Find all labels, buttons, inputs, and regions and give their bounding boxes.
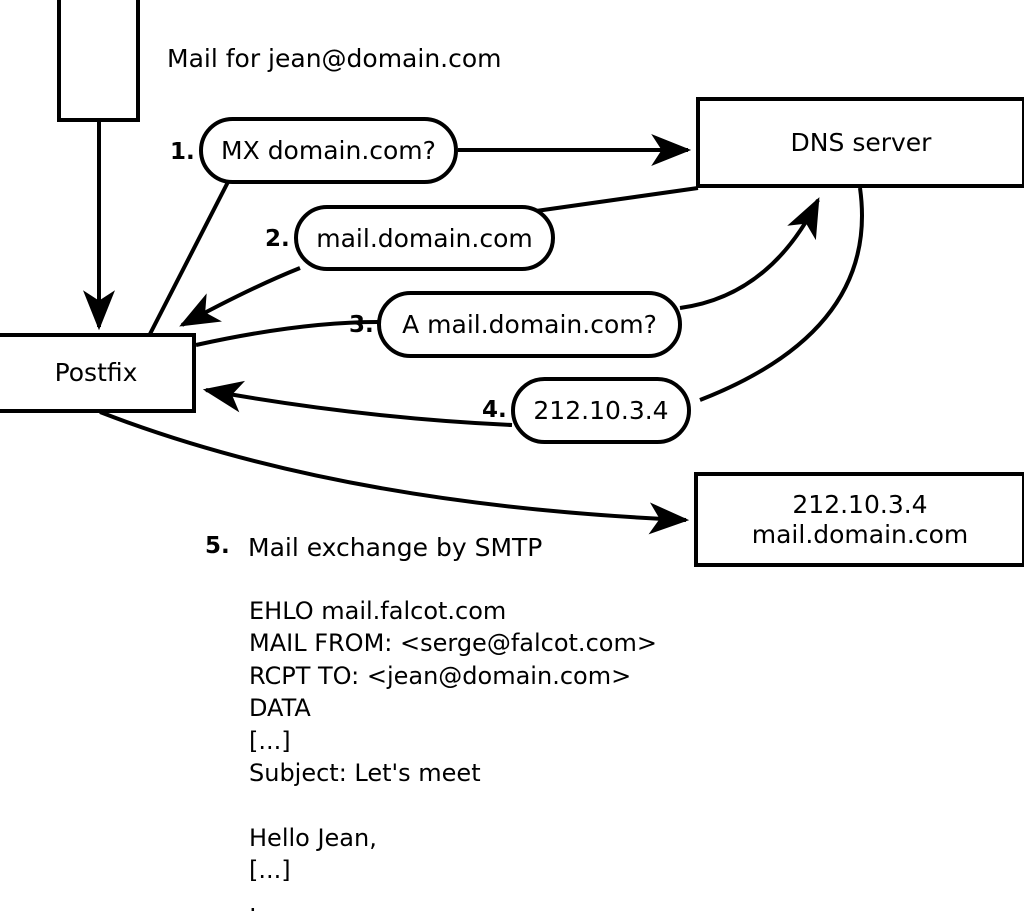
mail-host-ip: 212.10.3.4 [792, 490, 928, 519]
step-bubble-1[interactable]: MX domain.com? [199, 117, 458, 184]
step-bubble-3[interactable]: A mail.domain.com? [377, 291, 682, 358]
line-dns-to-step2 [528, 186, 699, 214]
step-number-4: 4. [482, 397, 507, 423]
dns-server-label: DNS server [790, 127, 932, 157]
step-bubble-4[interactable]: 212.10.3.4 [511, 377, 691, 444]
step-bubble-4-label: 212.10.3.4 [533, 396, 669, 425]
line-step1-tail [148, 179, 231, 335]
postfix-label: Postfix [54, 358, 138, 388]
arrow-step2-to-postfix [179, 266, 301, 327]
step-bubble-2[interactable]: mail.domain.com [294, 205, 555, 271]
mail-host-lines: 212.10.3.4 mail.domain.com [752, 490, 968, 549]
mail-client-box[interactable] [57, 0, 140, 122]
step-number-1: 1. [170, 139, 195, 165]
step-number-3: 3. [349, 312, 374, 338]
line-dns-to-step4 [699, 187, 864, 402]
mail-host-box[interactable]: 212.10.3.4 mail.domain.com [694, 472, 1024, 567]
step-bubble-2-label: mail.domain.com [316, 223, 533, 253]
step-number-2: 2. [265, 226, 290, 252]
step-5-label: Mail exchange by SMTP [248, 533, 543, 562]
mail-host-hostname: mail.domain.com [751, 519, 969, 549]
dns-server-box[interactable]: DNS server [696, 97, 1024, 188]
mail-for-note: Mail for jean@domain.com [167, 44, 502, 73]
smtp-transcript: EHLO mail.falcot.com MAIL FROM: <serge@f… [249, 597, 657, 917]
arrow-step3-to-dns [679, 197, 820, 310]
step-bubble-1-label: MX domain.com? [221, 136, 436, 165]
postfix-box[interactable]: Postfix [0, 333, 196, 413]
step-bubble-3-label: A mail.domain.com? [402, 310, 657, 339]
step-number-5: 5. [205, 533, 230, 559]
arrow-step4-to-postfix [202, 380, 513, 427]
